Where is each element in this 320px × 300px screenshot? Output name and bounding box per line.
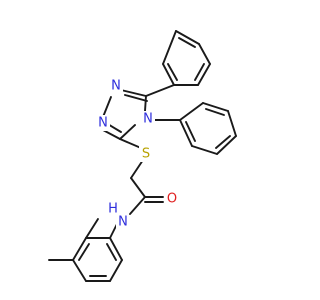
bond xyxy=(145,84,175,97)
bond xyxy=(179,102,204,121)
bond-layer xyxy=(48,30,237,282)
bond xyxy=(167,63,178,81)
atom-nh-nitrogen-label: N xyxy=(118,215,128,230)
bond xyxy=(72,259,87,282)
bond xyxy=(162,30,177,65)
bond xyxy=(198,43,211,65)
atom-n2-label: N xyxy=(98,116,108,131)
bond xyxy=(185,121,196,142)
bond xyxy=(109,259,123,282)
bond xyxy=(216,135,237,155)
bond xyxy=(72,237,87,261)
bond xyxy=(119,138,142,149)
atom-n1-label: N xyxy=(111,79,121,94)
bond xyxy=(129,196,146,215)
bond xyxy=(130,177,146,198)
bond xyxy=(130,159,144,179)
bond xyxy=(120,89,147,97)
bond xyxy=(175,30,200,45)
bond xyxy=(227,110,237,137)
atom-o-label: O xyxy=(167,192,177,207)
bond xyxy=(119,124,136,140)
atom-s-label: S xyxy=(142,147,150,162)
bond xyxy=(202,102,229,112)
bond xyxy=(205,108,225,116)
bond xyxy=(85,218,99,239)
bond xyxy=(124,94,148,102)
bond xyxy=(194,63,205,81)
bond xyxy=(215,135,231,149)
bond xyxy=(179,119,193,147)
bond xyxy=(102,96,112,118)
bond xyxy=(191,145,218,155)
bond xyxy=(197,63,211,86)
molecule-canvas: N N N S O H N xyxy=(48,30,237,282)
atom-n4-label: N xyxy=(143,112,153,127)
atom-nh-hydrogen-label: H xyxy=(108,202,118,217)
bond xyxy=(178,37,196,48)
bond xyxy=(102,129,121,140)
bond xyxy=(144,95,147,112)
atom-layer: N N N S O H N xyxy=(96,78,179,231)
bond xyxy=(162,63,175,86)
bond xyxy=(109,237,123,261)
structure-diagram: N N N S O H N xyxy=(48,30,237,282)
bond xyxy=(106,243,117,261)
bond xyxy=(78,243,90,261)
